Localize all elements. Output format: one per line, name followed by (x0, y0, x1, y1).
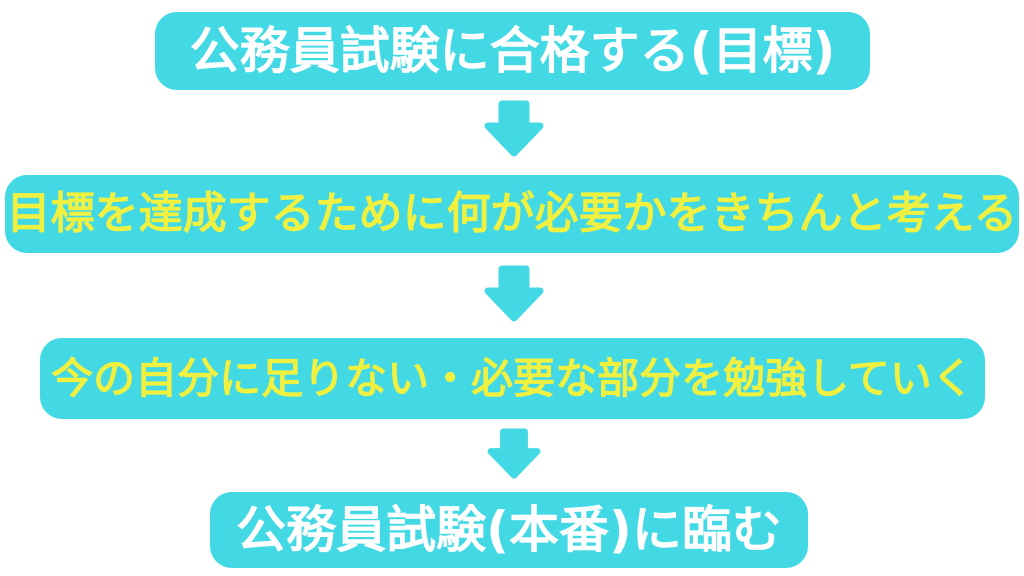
down-arrow-icon (483, 100, 545, 158)
flow-step-study-label: 今の自分に足りない・必要な部分を勉強していく (51, 353, 974, 403)
down-arrow-icon (483, 265, 545, 323)
flow-step-exam-label: 公務員試験(本番)に臨む (236, 501, 782, 559)
flow-step-plan-label: 目標を達成するために何が必要かをきちんと考える (6, 188, 1018, 239)
down-arrow-icon (483, 428, 545, 480)
flow-step-goal: 公務員試験に合格する(目標) (155, 12, 870, 90)
flow-step-exam: 公務員試験(本番)に臨む (210, 492, 808, 568)
flow-step-goal-label: 公務員試験に合格する(目標) (189, 22, 836, 80)
flow-step-study: 今の自分に足りない・必要な部分を勉強していく (40, 338, 985, 419)
flow-step-plan: 目標を達成するために何が必要かをきちんと考える (5, 175, 1019, 253)
